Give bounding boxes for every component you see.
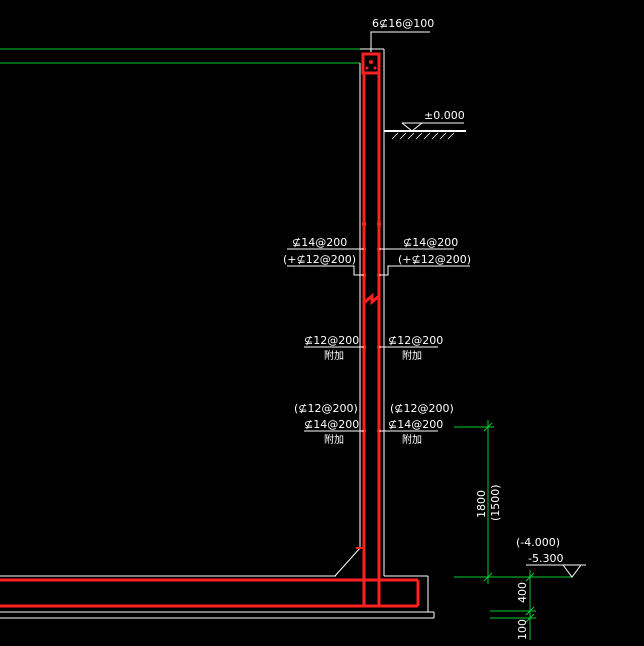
cushion-dimension-label: 100 [516, 619, 529, 640]
slab-dimension-label: 400 [516, 582, 529, 603]
left-low-label-2: ⊈14@200 [304, 418, 359, 431]
annotation-labels: 6⊈16@100 ±0.000 ⊈14@200 (+⊈12@200) ⊈14@2… [283, 17, 563, 640]
right-mid-label-2: 附加 [402, 349, 422, 362]
right-upper-label-1: ⊈14@200 [403, 236, 458, 249]
rebar-lines [0, 52, 420, 608]
dim-vertical-label-1: 1800 [475, 490, 488, 518]
left-upper-label-1: ⊈14@200 [292, 236, 347, 249]
right-mid-label-1: ⊈12@200 [388, 334, 443, 347]
dimension-lines [454, 420, 572, 640]
right-upper-label-2: (+⊈12@200) [398, 253, 471, 266]
top-rebar-label: 6⊈16@100 [372, 17, 434, 30]
elevation-symbol-low [526, 564, 586, 578]
right-low-label-1: (⊈12@200) [390, 402, 454, 415]
right-low-label-2: ⊈14@200 [388, 418, 443, 431]
left-upper-label-2: (+⊈12@200) [283, 253, 356, 266]
ground-elevation-label: ±0.000 [424, 109, 465, 122]
left-low-label-3: 附加 [324, 433, 344, 446]
dim-vertical-label-2: (1500) [489, 484, 502, 521]
right-low-label-3: 附加 [402, 433, 422, 446]
low-elevation-label-1: (-4.000) [516, 536, 560, 549]
top-slab-lines [0, 48, 360, 64]
leader-lines [287, 31, 470, 432]
left-mid-label-2: 附加 [324, 349, 344, 362]
left-mid-label-1: ⊈12@200 [304, 334, 359, 347]
ground-level-symbol [384, 122, 466, 140]
rebar-lap-symbol [364, 292, 380, 306]
low-elevation-label-2: -5.300 [528, 552, 563, 565]
left-low-label-1: (⊈12@200) [294, 402, 358, 415]
concrete-outline [0, 48, 435, 619]
